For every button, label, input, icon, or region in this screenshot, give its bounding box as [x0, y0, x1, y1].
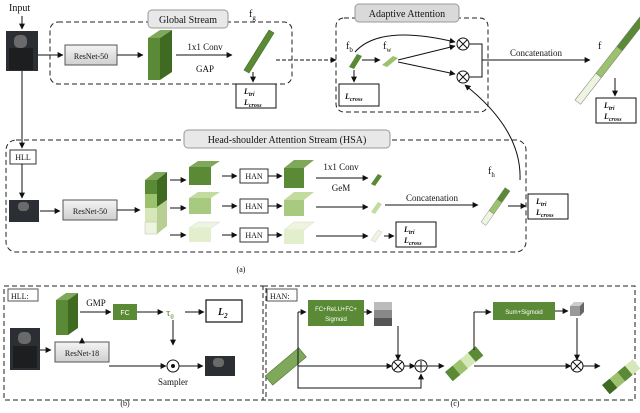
loss-box-fh [527, 193, 569, 220]
conv-top-label: 1x1 Conv [187, 42, 223, 52]
loss-box-aa [338, 83, 380, 107]
concatenation-mid-label: Concatenation [406, 193, 458, 203]
l2-box [205, 299, 243, 323]
fc-relu-label-2: Sigmoid [325, 317, 347, 323]
fc-label: FC [120, 310, 129, 317]
concatenation-top-label: Concatenation [510, 48, 562, 58]
resnet50-mid-label: ResNet-50 [73, 207, 107, 216]
loss-tri-hsa: Ltri [403, 225, 415, 236]
fw-feature-bar [382, 56, 398, 67]
hsa-tab [183, 129, 391, 149]
han-panel-tab [266, 288, 298, 302]
hsa-feature-stack [144, 172, 167, 235]
hsa-title: Head-shoulder Attention Stream (HSA) [208, 135, 367, 146]
fb-feature-bar [349, 54, 362, 69]
l2-label: L2 [217, 307, 228, 320]
gem-vec-1 [371, 174, 382, 186]
spatial-weight-cube [570, 302, 584, 316]
loss-tri-final: Ltri [603, 101, 615, 112]
han-box-2: HAN [222, 198, 283, 214]
loss-box-global [235, 83, 277, 109]
caption-a: (a) [237, 265, 246, 274]
conv-mid-label: 1x1 Conv [323, 162, 359, 172]
hll-panel-box [3, 285, 267, 401]
adaptive-attention-tab [354, 3, 460, 23]
sampler-label: Sampler [158, 377, 188, 387]
fw-label: fw [383, 41, 392, 54]
loss-cross-final: Lcross [603, 112, 622, 123]
gmp-label: GMP [86, 298, 106, 308]
fc-box [113, 304, 137, 320]
resnet50-top-label: ResNet-50 [74, 52, 108, 61]
resnet18-label: ResNet-18 [65, 349, 99, 358]
sampler-op [166, 359, 180, 373]
fh-label: fh [488, 166, 495, 179]
adaptive-attention-title: Adaptive Attention [369, 9, 445, 20]
fc-relu-box [308, 300, 364, 326]
f-label: f [598, 41, 602, 52]
gap-label: GAP [196, 64, 214, 74]
han-multiply-1 [391, 359, 405, 373]
hll-label: HLL [15, 153, 31, 162]
loss-box-hsa [395, 221, 437, 248]
han-mid-bar [445, 346, 484, 382]
loss-cross-aa: Lcross [344, 92, 363, 103]
final-feature-bar [574, 16, 640, 105]
gem-vec-3 [370, 229, 383, 243]
loss-tri-global: Ltri [243, 87, 255, 98]
han-panel-box [262, 285, 636, 401]
svg-text:HAN: HAN [245, 231, 263, 240]
han-output-bar [602, 359, 640, 395]
sum-sigmoid-box [493, 302, 555, 320]
feature-map-top [148, 30, 172, 38]
gem-label: GeM [332, 183, 351, 193]
branch-map-2 [189, 192, 220, 214]
caption-c: (c) [451, 399, 460, 408]
global-stream-title: Global Stream [159, 15, 217, 26]
input-label: Input [9, 3, 30, 14]
tau-label: τθ [166, 307, 174, 321]
att-map-1 [284, 160, 314, 188]
global-stream-tab [147, 9, 229, 29]
loss-tri-fh: Ltri [535, 197, 547, 208]
loss-cross-fh: Lcross [535, 208, 554, 219]
channel-weight-bar [374, 302, 392, 326]
att-map-2 [284, 192, 314, 216]
han-panel-title: HAN: [270, 292, 290, 301]
han-add-op [414, 359, 428, 373]
loss-box-final [595, 97, 637, 124]
fb-label: fb [346, 41, 353, 54]
gmp-feature-map [56, 293, 78, 335]
att-map-3 [283, 221, 315, 244]
loss-cross-hsa: Lcross [403, 236, 422, 247]
fg-feature-bar [243, 29, 275, 74]
fg-label: fg [249, 9, 256, 22]
fc-relu-label-1: FC+ReLU+FC+ [315, 307, 357, 313]
fh-feature-bar [480, 187, 511, 226]
multiply-op-bottom [456, 70, 470, 84]
caption-b: (b) [120, 399, 130, 408]
gem-vec-2 [371, 202, 382, 214]
han-multiply-2 [570, 359, 584, 373]
han-box-3: HAN [222, 227, 283, 243]
han-box-1: HAN [222, 168, 283, 184]
branch-map-1 [189, 161, 220, 185]
svg-text:HAN: HAN [245, 172, 263, 181]
hll-panel-tab [7, 288, 39, 302]
branch-map-3 [188, 221, 221, 242]
multiply-op-top [456, 37, 470, 51]
loss-cross-global: Lcross [243, 98, 262, 109]
svg-text:HAN: HAN [245, 202, 263, 211]
hll-panel-title: HLL: [11, 292, 29, 301]
han-input-bar [264, 347, 307, 386]
hll-box [9, 149, 37, 165]
sum-sigmoid-label: Sum+Sigmoid [505, 310, 543, 316]
